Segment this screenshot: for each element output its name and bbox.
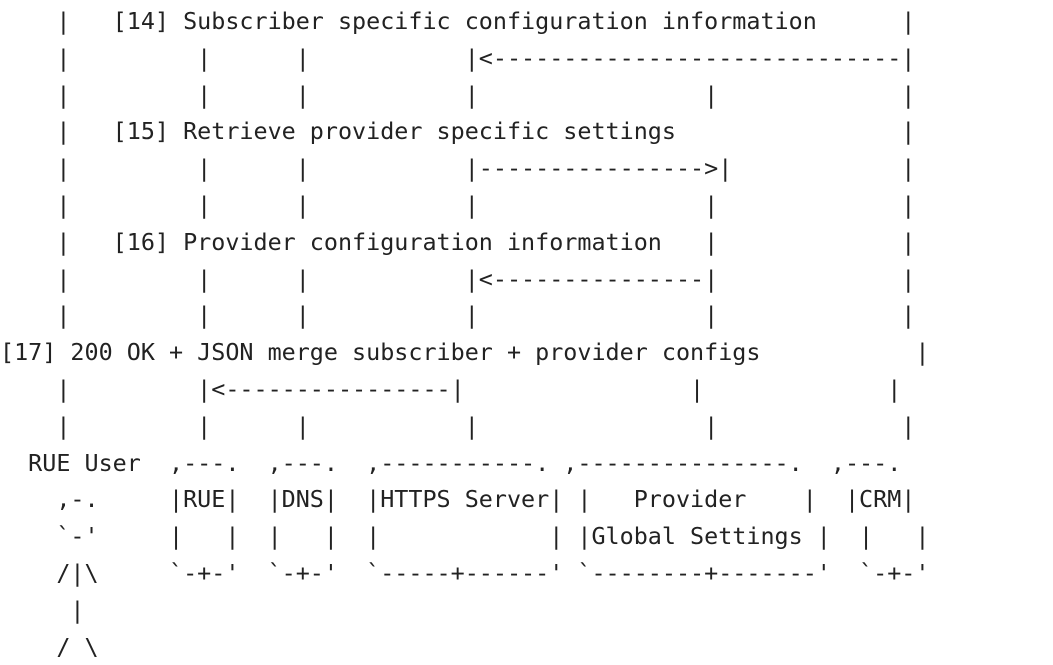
participant-box-labels: ,-. |RUE| |DNS| |HTTPS Server| | Provide… (0, 485, 916, 514)
participant-box-labels-2: `-' | | | | | | |Global Settings | | | (0, 522, 930, 551)
diagram-line-arrow-16: | | | |<---------------| | (0, 264, 916, 293)
diagram-line-arrow-17: | |<----------------| | | (0, 374, 902, 403)
participant-box-top: RUE User ,---. ,---. ,-----------. ,----… (0, 448, 902, 477)
diagram-line-msg-17: [17] 200 OK + JSON merge subscriber + pr… (0, 338, 930, 367)
stick-figure-body: | (0, 595, 85, 624)
diagram-line-arrow-15: | | | |---------------->| | (0, 154, 916, 183)
diagram-line-lifelines: | | | | | | (0, 190, 916, 219)
diagram-line-msg-16: | [16] Provider configuration informatio… (0, 227, 916, 256)
diagram-line-arrow-14: | | | |<-----------------------------| (0, 43, 916, 72)
diagram-line-lifelines: | | | | | | (0, 411, 916, 440)
ascii-sequence-diagram: | [14] Subscriber specific configuration… (0, 3, 929, 665)
diagram-line-msg-15: | [15] Retrieve provider specific settin… (0, 117, 916, 146)
diagram-line-msg-14: | [14] Subscriber specific configuration… (0, 7, 916, 35)
participant-box-bottom: /|\ `-+-' `-+-' `-----+------' `--------… (0, 558, 930, 587)
stick-figure-legs: / \ (0, 632, 99, 661)
diagram-line-lifelines: | | | | | | (0, 301, 916, 330)
diagram-line-lifelines: | | | | | | (0, 80, 916, 109)
